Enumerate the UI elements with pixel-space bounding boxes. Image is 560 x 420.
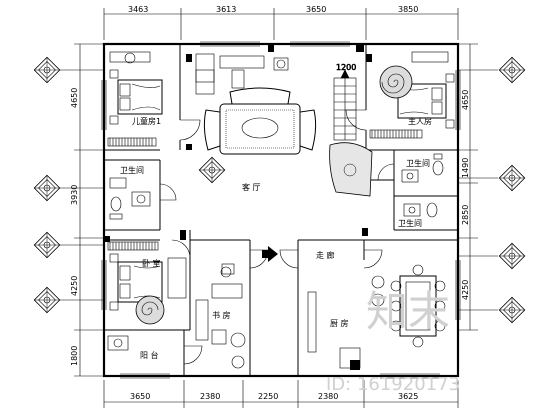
watermark-id: ID: 161920173 <box>326 374 460 395</box>
compass-ornament-icon <box>498 56 526 84</box>
room-label-master-bedroom: 主人房 <box>408 116 432 126</box>
compass-ornament-icon <box>498 164 526 192</box>
desk-icon <box>167 257 187 299</box>
dim-top-2: 3613 <box>216 5 236 14</box>
compass-ornament-icon <box>33 231 61 259</box>
stair-dimension: 1200 <box>336 63 356 72</box>
toilet-icon <box>109 177 151 220</box>
dim-right-3: 2850 <box>461 205 470 225</box>
dim-left-1: 4650 <box>70 88 79 108</box>
wardrobe <box>107 129 423 353</box>
right-dimension-chain: 4650 1490 2850 4250 <box>458 43 478 331</box>
room-label-kitchen: 厨 房 <box>330 318 349 328</box>
compass-ornament-icon <box>33 56 61 84</box>
room-label-bedroom: 卧 室 <box>142 258 161 268</box>
room-label-study: 书 房 <box>212 310 231 320</box>
dim-top-1: 3463 <box>128 5 148 14</box>
spiral-rug-icon <box>379 65 413 99</box>
compass-ornament-icon <box>198 156 226 184</box>
dim-right-4: 4250 <box>461 280 470 300</box>
dim-top-3: 3650 <box>306 5 326 14</box>
dresser <box>411 51 449 63</box>
desk-icon <box>195 263 246 369</box>
dining-table-icon <box>371 264 446 348</box>
room-label-bathroom-right: 卫生间 <box>406 158 430 168</box>
room-label-bathroom-left: 卫生间 <box>120 165 144 175</box>
stove <box>339 347 361 369</box>
outer-walls <box>102 42 460 378</box>
bed-icon <box>109 69 163 125</box>
room-label-child-bedroom: 儿童房1 <box>132 116 161 126</box>
room-label-bathroom-right2: 卫生间 <box>398 218 422 228</box>
dim-bottom-4: 2380 <box>318 392 338 401</box>
watermark: 知末 ID: 161920173 <box>326 287 460 395</box>
dim-bottom-5: 3625 <box>398 392 418 401</box>
top-dimension-chain: 3463 3613 3650 3850 <box>103 5 459 40</box>
compass-ornament-icon <box>33 174 61 202</box>
cabinet <box>195 53 265 95</box>
dim-bottom-2: 2380 <box>200 392 220 401</box>
balcony-fixtures <box>107 335 129 351</box>
sofa-set-icon <box>203 57 317 155</box>
room-label-balcony: 阳 台 <box>140 350 159 360</box>
compass-ornament-icon <box>33 286 61 314</box>
compass-ornament-icon <box>498 296 526 324</box>
dim-bottom-3: 2250 <box>258 392 278 401</box>
bottom-dimension-chain: 3650 2380 2250 2380 3625 <box>103 380 459 408</box>
staircase-icon: 1200 <box>333 63 357 141</box>
dim-right-2: 1490 <box>461 158 470 178</box>
spiral-rug-icon <box>135 295 165 325</box>
toilet-icon <box>401 153 444 218</box>
desk-icon <box>109 51 151 64</box>
left-dimension-chain: 4650 3930 4250 1800 <box>70 43 104 377</box>
dim-top-4: 3850 <box>398 5 418 14</box>
dim-left-3: 4250 <box>70 276 79 296</box>
room-label-corridor: 走 廊 <box>316 250 335 260</box>
watermark-brand: 知末 <box>366 287 450 336</box>
structural-columns <box>104 44 372 370</box>
room-label-living-room: 客 厅 <box>242 182 261 192</box>
dim-left-4: 1800 <box>70 346 79 366</box>
dim-right-1: 4650 <box>461 90 470 110</box>
dim-bottom-1: 3650 <box>130 392 150 401</box>
dim-left-2: 3930 <box>70 185 79 205</box>
planter <box>329 142 373 197</box>
compass-ornament-icon <box>498 242 526 270</box>
north-arrow-icon <box>262 246 278 262</box>
windows <box>101 41 461 379</box>
